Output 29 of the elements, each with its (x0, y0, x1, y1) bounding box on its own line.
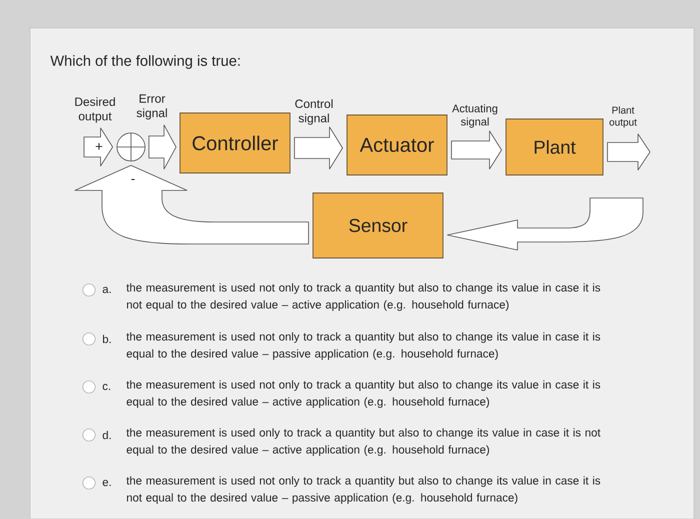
block-arrow (294, 126, 343, 170)
edge-label: Plant output (610, 106, 637, 128)
edge-label: Control signal (295, 99, 333, 125)
block-box: Plant (506, 118, 604, 176)
block-arrow (451, 130, 502, 170)
edge-label: Actuating signal (452, 104, 498, 128)
plus-sign: + (96, 143, 102, 150)
block-arrow (447, 198, 644, 250)
option-letter: c. (102, 384, 110, 390)
summing-junction (116, 132, 146, 162)
option-letter: e. (102, 480, 111, 486)
block-arrow (148, 124, 176, 170)
block-arrow (607, 134, 650, 170)
option-text: the measurement is used not only to track a quantity but also to change its value in case it is equal to the desired value – active application (e.g. household furnace) (126, 380, 600, 408)
block-box: Actuator (346, 114, 448, 176)
option-text: the measurement is used not only to track a quantity but also to change its value in case it is not equal to the desired value – passive application (e.g. household furnace) (126, 476, 600, 504)
option-letter: b. (103, 334, 111, 344)
edge-label: Error signal (136, 94, 167, 120)
option-letter: a. (102, 286, 111, 294)
minus-sign: - (131, 178, 135, 180)
option-text: the measurement is used not only to track a quantity but also to change its value in case it is not equal to the desired value – active application (e.g. household furnace) (126, 283, 600, 311)
block-box: Sensor (312, 192, 444, 258)
option-text: the measurement is used not only to track a quantity but also to change its value in case it is equal to the desired value – passive application (e.g. household furnace) (126, 332, 600, 360)
block-arrow (84, 128, 113, 166)
block-box: Controller (180, 112, 290, 174)
option-letter: d. (102, 430, 111, 440)
edge-label: Desired output (75, 97, 115, 123)
title: Which of the following is true: (50, 55, 240, 69)
option-text: the measurement is used only to track a quantity but also to change its value in case it is not equal to the desired value – active application (e.g. household furnace) (126, 428, 600, 456)
